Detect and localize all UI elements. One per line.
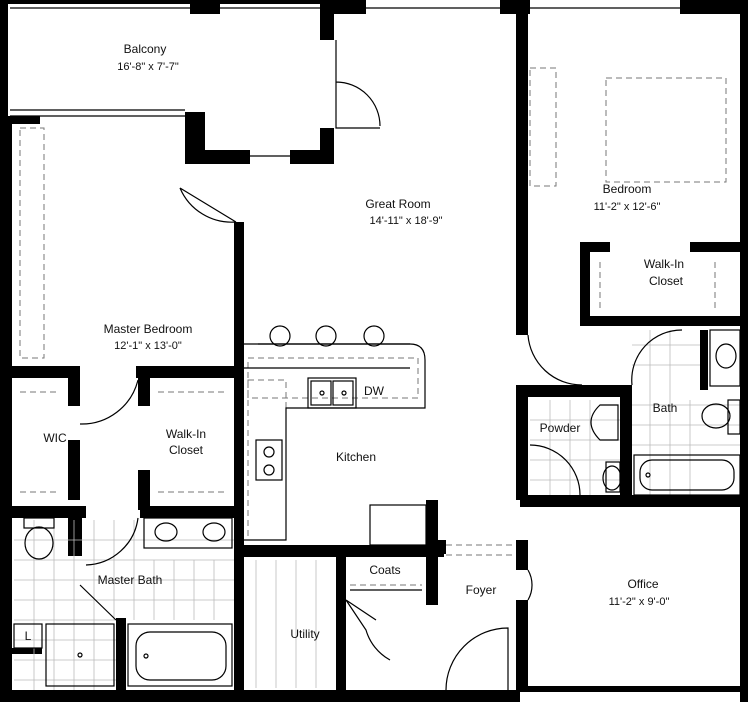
bathtub-icon <box>127 623 233 687</box>
coats-label: Coats <box>369 563 400 577</box>
bath-tub-icon <box>633 454 741 496</box>
tile-grid-powder <box>530 400 620 495</box>
master-bedroom-dims: 12'-1" x 13'-0" <box>114 340 182 352</box>
powder-sink-icon <box>590 404 619 441</box>
bedroom-closet-label-1: Walk-In <box>644 257 684 271</box>
windows <box>10 7 744 686</box>
toilet-icon <box>23 517 55 560</box>
tile-grid-master-bath <box>14 520 234 690</box>
great-room-label: Great Room <box>365 197 430 211</box>
kitchen-label: Kitchen <box>336 450 376 464</box>
utility-label: Utility <box>290 627 319 641</box>
tile-grid-utility <box>255 560 317 688</box>
dishwasher-label: DW <box>364 384 385 398</box>
bath-label: Bath <box>653 401 678 415</box>
powder-label: Powder <box>540 421 581 435</box>
bath-sink-icon <box>709 329 741 387</box>
linen-label: L <box>25 629 32 643</box>
master-closet-label-2: Closet <box>169 443 204 457</box>
great-room-dims: 14'-11" x 18'-9" <box>370 215 443 227</box>
master-bedroom-label: Master Bedroom <box>104 322 193 336</box>
foyer-label: Foyer <box>466 583 497 597</box>
master-bath-label: Master Bath <box>98 573 163 587</box>
room-labels: Balcony 16'-8" x 7'-7" Great Room 14'-11… <box>25 42 684 643</box>
bedroom-dims: 11'-2" x 12'-6" <box>594 201 661 213</box>
balcony-label: Balcony <box>124 42 167 56</box>
powder-toilet-icon <box>602 461 622 493</box>
bedroom-label: Bedroom <box>603 182 652 196</box>
bedroom-closet-label-2: Closet <box>649 274 684 288</box>
office-dims: 11'-2" x 9'-0" <box>609 596 670 608</box>
master-closet-label-1: Walk-In <box>166 427 206 441</box>
balcony-dims: 16'-8" x 7'-7" <box>117 61 179 73</box>
tile-grid-bath <box>632 330 740 495</box>
office-label: Office <box>627 577 658 591</box>
stove-icon <box>255 439 283 481</box>
kitchen-sink-icon <box>307 377 357 409</box>
doors <box>79 40 683 691</box>
double-sink-icon <box>143 517 233 549</box>
bath-toilet-icon <box>701 399 741 435</box>
fixtures <box>13 67 741 687</box>
wic-label: WIC <box>43 431 67 445</box>
